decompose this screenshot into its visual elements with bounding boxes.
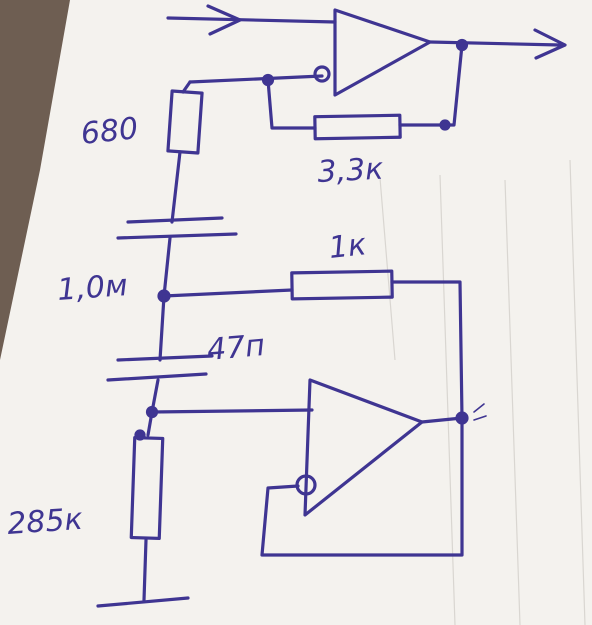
resistor-1k bbox=[290, 269, 394, 301]
wire-to-285k bbox=[146, 410, 154, 437]
label-3-3k: 3,3к bbox=[317, 152, 385, 190]
wire-cap1-to-node bbox=[162, 236, 172, 298]
output-wire-bottom bbox=[420, 416, 464, 424]
op-amp-bottom bbox=[303, 378, 424, 517]
node-feedback-right bbox=[439, 119, 451, 131]
ground-symbol bbox=[96, 596, 190, 608]
op-amp-top-inverting-mark bbox=[313, 65, 331, 83]
feedback-wire-bottom bbox=[260, 416, 464, 557]
output-wire-top bbox=[428, 40, 562, 47]
output-arrow-top bbox=[533, 28, 567, 60]
wire-to-noninverting bbox=[150, 408, 314, 414]
paper-grid-bleedthrough bbox=[379, 159, 586, 625]
capacitor-1-0m-plate-top bbox=[126, 216, 224, 224]
output-tick-marks bbox=[473, 403, 487, 421]
wire-285k-to-ground bbox=[142, 538, 148, 602]
resistor-285k bbox=[129, 435, 165, 541]
capacitor-47n-plate-bottom bbox=[106, 372, 208, 382]
capacitor-1-0m-plate-bottom bbox=[116, 232, 238, 240]
feedback-wire-top-left bbox=[266, 78, 317, 130]
feedback-wire-top bbox=[398, 43, 464, 127]
label-1k: 1к bbox=[327, 227, 368, 266]
op-amp-top bbox=[333, 8, 432, 97]
label-680: 680 bbox=[79, 111, 140, 152]
label-285k: 285к bbox=[6, 502, 84, 542]
wire-1k-feedback bbox=[390, 280, 464, 420]
input-wire-top bbox=[166, 16, 337, 24]
label-1-0m: 1,0м bbox=[56, 268, 129, 308]
wire-680-to-cap bbox=[170, 150, 182, 224]
inverting-input-wire-top bbox=[188, 74, 324, 84]
label-47n: 47п bbox=[206, 328, 267, 368]
capacitor-47n-plate-top bbox=[116, 354, 214, 362]
wire-node-to-cap2 bbox=[158, 294, 166, 362]
wire-to-1k bbox=[162, 288, 294, 298]
resistor-3-3k bbox=[313, 113, 402, 141]
input-arrow-top bbox=[206, 4, 242, 36]
resistor-680 bbox=[166, 89, 204, 155]
schematic bbox=[96, 4, 567, 608]
